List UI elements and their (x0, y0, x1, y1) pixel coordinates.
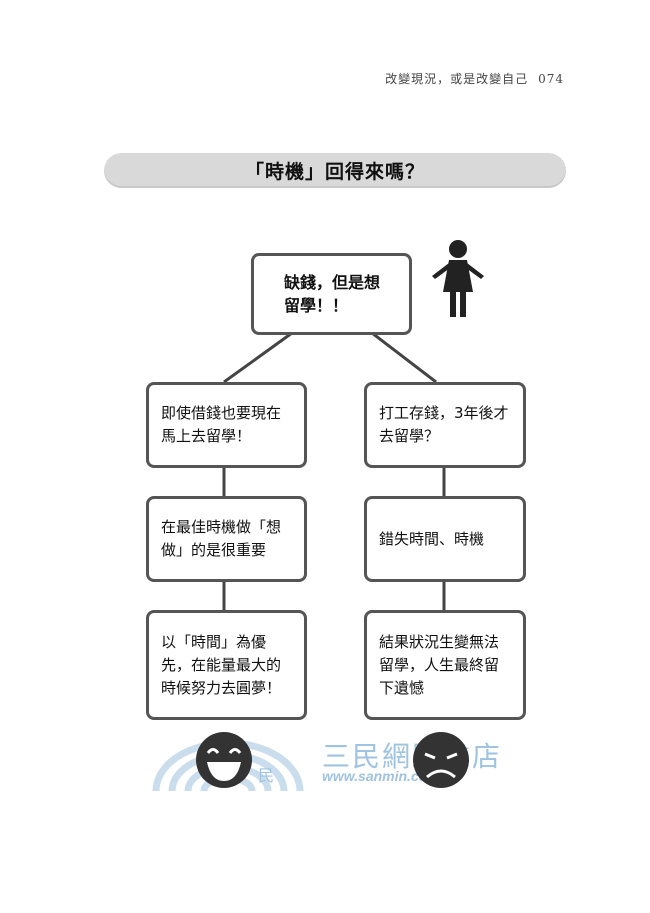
right-box-1: 打工存錢，3年後才去留學？ (364, 382, 526, 468)
section-title-bar: 「時機」回得來嗎？ (104, 153, 566, 188)
right-box-2-text: 錯失時間、時機 (379, 529, 485, 548)
left-box-1-text: 即使借錢也要現在馬上去留學！ (161, 404, 282, 445)
woman-icon (432, 240, 484, 317)
right-box-1-text: 打工存錢，3年後才去留學？ (379, 404, 509, 445)
happy-face-icon (196, 732, 252, 788)
running-header: 改變現況，或是改變自己 074 (385, 70, 564, 87)
right-box-2: 錯失時間、時機 (364, 496, 526, 582)
section-title: 「時機」回得來嗎？ (244, 161, 425, 183)
left-box-2: 在最佳時機做「想做」的是很重要 (146, 496, 307, 582)
right-box-3: 結果狀況生變無法留學，人生最終留下遺憾 (364, 610, 526, 720)
chapter-title: 改變現況，或是改變自己 (385, 72, 529, 86)
left-box-3: 以「時間」為優先，在能量最大的時候努力去圓夢！ (146, 610, 307, 720)
connector-top-left (223, 331, 293, 384)
watermark-min: 民 (258, 766, 275, 785)
connector-top-right (371, 331, 437, 384)
left-box-3-text: 以「時間」為優先，在能量最大的時候努力去圓夢！ (161, 632, 282, 697)
top-box: 缺錢，但是想留學！！ (251, 253, 412, 335)
top-box-text: 缺錢，但是想留學！！ (284, 273, 381, 315)
page-number: 074 (538, 72, 564, 86)
left-box-1: 即使借錢也要現在馬上去留學！ (146, 382, 307, 468)
right-box-3-text: 結果狀況生變無法留學，人生最終留下遺憾 (379, 632, 500, 697)
watermark-name: 三民網路書店 (322, 740, 503, 773)
sad-face-icon (413, 732, 469, 788)
left-box-2-text: 在最佳時機做「想做」的是很重要 (161, 518, 282, 559)
